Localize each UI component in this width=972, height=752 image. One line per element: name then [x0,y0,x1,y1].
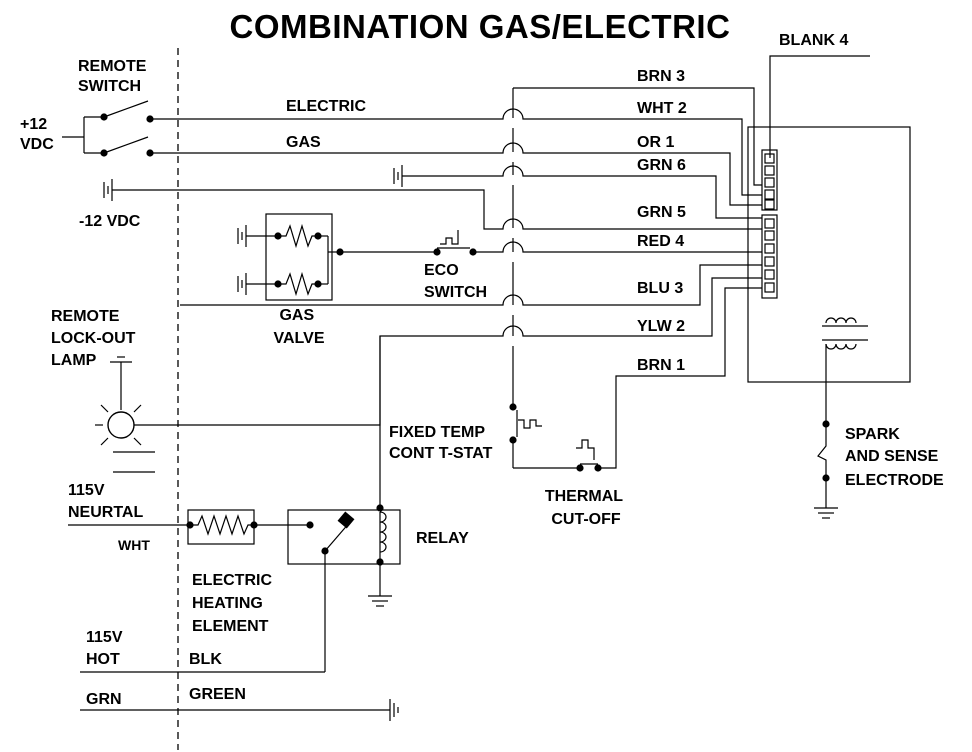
ylw2-wire [121,277,762,426]
blank4-wire [769,55,870,158]
electric-label: ELECTRIC [286,98,366,115]
gas-wire [150,142,762,206]
grn6-ground [393,165,762,219]
minus-12-ground [103,179,762,230]
spark-electrode [814,420,838,519]
connector-upper [761,149,778,211]
blank4-label: BLANK 4 [779,32,848,49]
heating-element-label: ELECTRIC HEATING ELEMENT [192,572,276,635]
remote-switch [62,100,154,157]
spark-label: SPARK AND SENSE ELECTRODE [845,426,944,489]
connector-lower [761,214,778,299]
remote-lamp-label: REMOTE LOCK-OUT LAMP [51,308,140,369]
ground-wire [80,699,399,721]
control-board [747,126,911,383]
wire-label-wht2: WHT 2 [637,100,687,117]
gas-valve [237,213,344,301]
eco-switch-label: ECO SWITCH [424,262,487,301]
blu3-wire [180,264,762,306]
eco-switch [340,230,477,256]
wire-label-or1: OR 1 [637,134,674,151]
red4-wire [473,241,762,253]
thermal-cutoff [576,439,602,472]
green-label: GREEN [189,686,246,703]
wire-label-blu3: BLU 3 [637,280,683,297]
grn-label: GRN [86,691,122,708]
electric-wire [150,108,762,196]
heating-element [186,509,258,545]
relay-label: RELAY [416,530,469,547]
diagram-title: COMBINATION GAS/ELECTRIC [230,8,731,45]
remote-lockout-lamp [95,356,155,473]
wire-label-grn5: GRN 5 [637,204,686,221]
neutral-label: 115V NEURTAL [68,482,143,521]
wire-label-red4: RED 4 [637,233,684,250]
blk-label: BLK [189,651,222,668]
remote-switch-label: REMOTE SWITCH [78,58,151,95]
brn1-wire [598,287,762,469]
brn3-wire [513,87,762,186]
hot-label: 115V HOT [86,629,127,668]
relay [254,477,401,672]
fixed-temp-tstat [509,403,580,469]
plus-12-vdc-label: +12 VDC [20,116,54,153]
wht-label: WHT [118,537,150,553]
fixed-temp-label: FIXED TEMP CONT T-STAT [389,424,493,462]
wire-label-brn1: BRN 1 [637,357,685,374]
gas-valve-label: GAS VALVE [274,307,325,347]
minus-12-label: -12 VDC [79,213,141,230]
transformer [822,317,868,422]
wire-label-grn6: GRN 6 [637,157,686,174]
thermal-cutoff-label: THERMAL CUT-OFF [545,488,627,528]
gas-label: GAS [286,134,321,151]
wire-label-brn3: BRN 3 [637,68,685,85]
wire-label-ylw2: YLW 2 [637,318,685,335]
